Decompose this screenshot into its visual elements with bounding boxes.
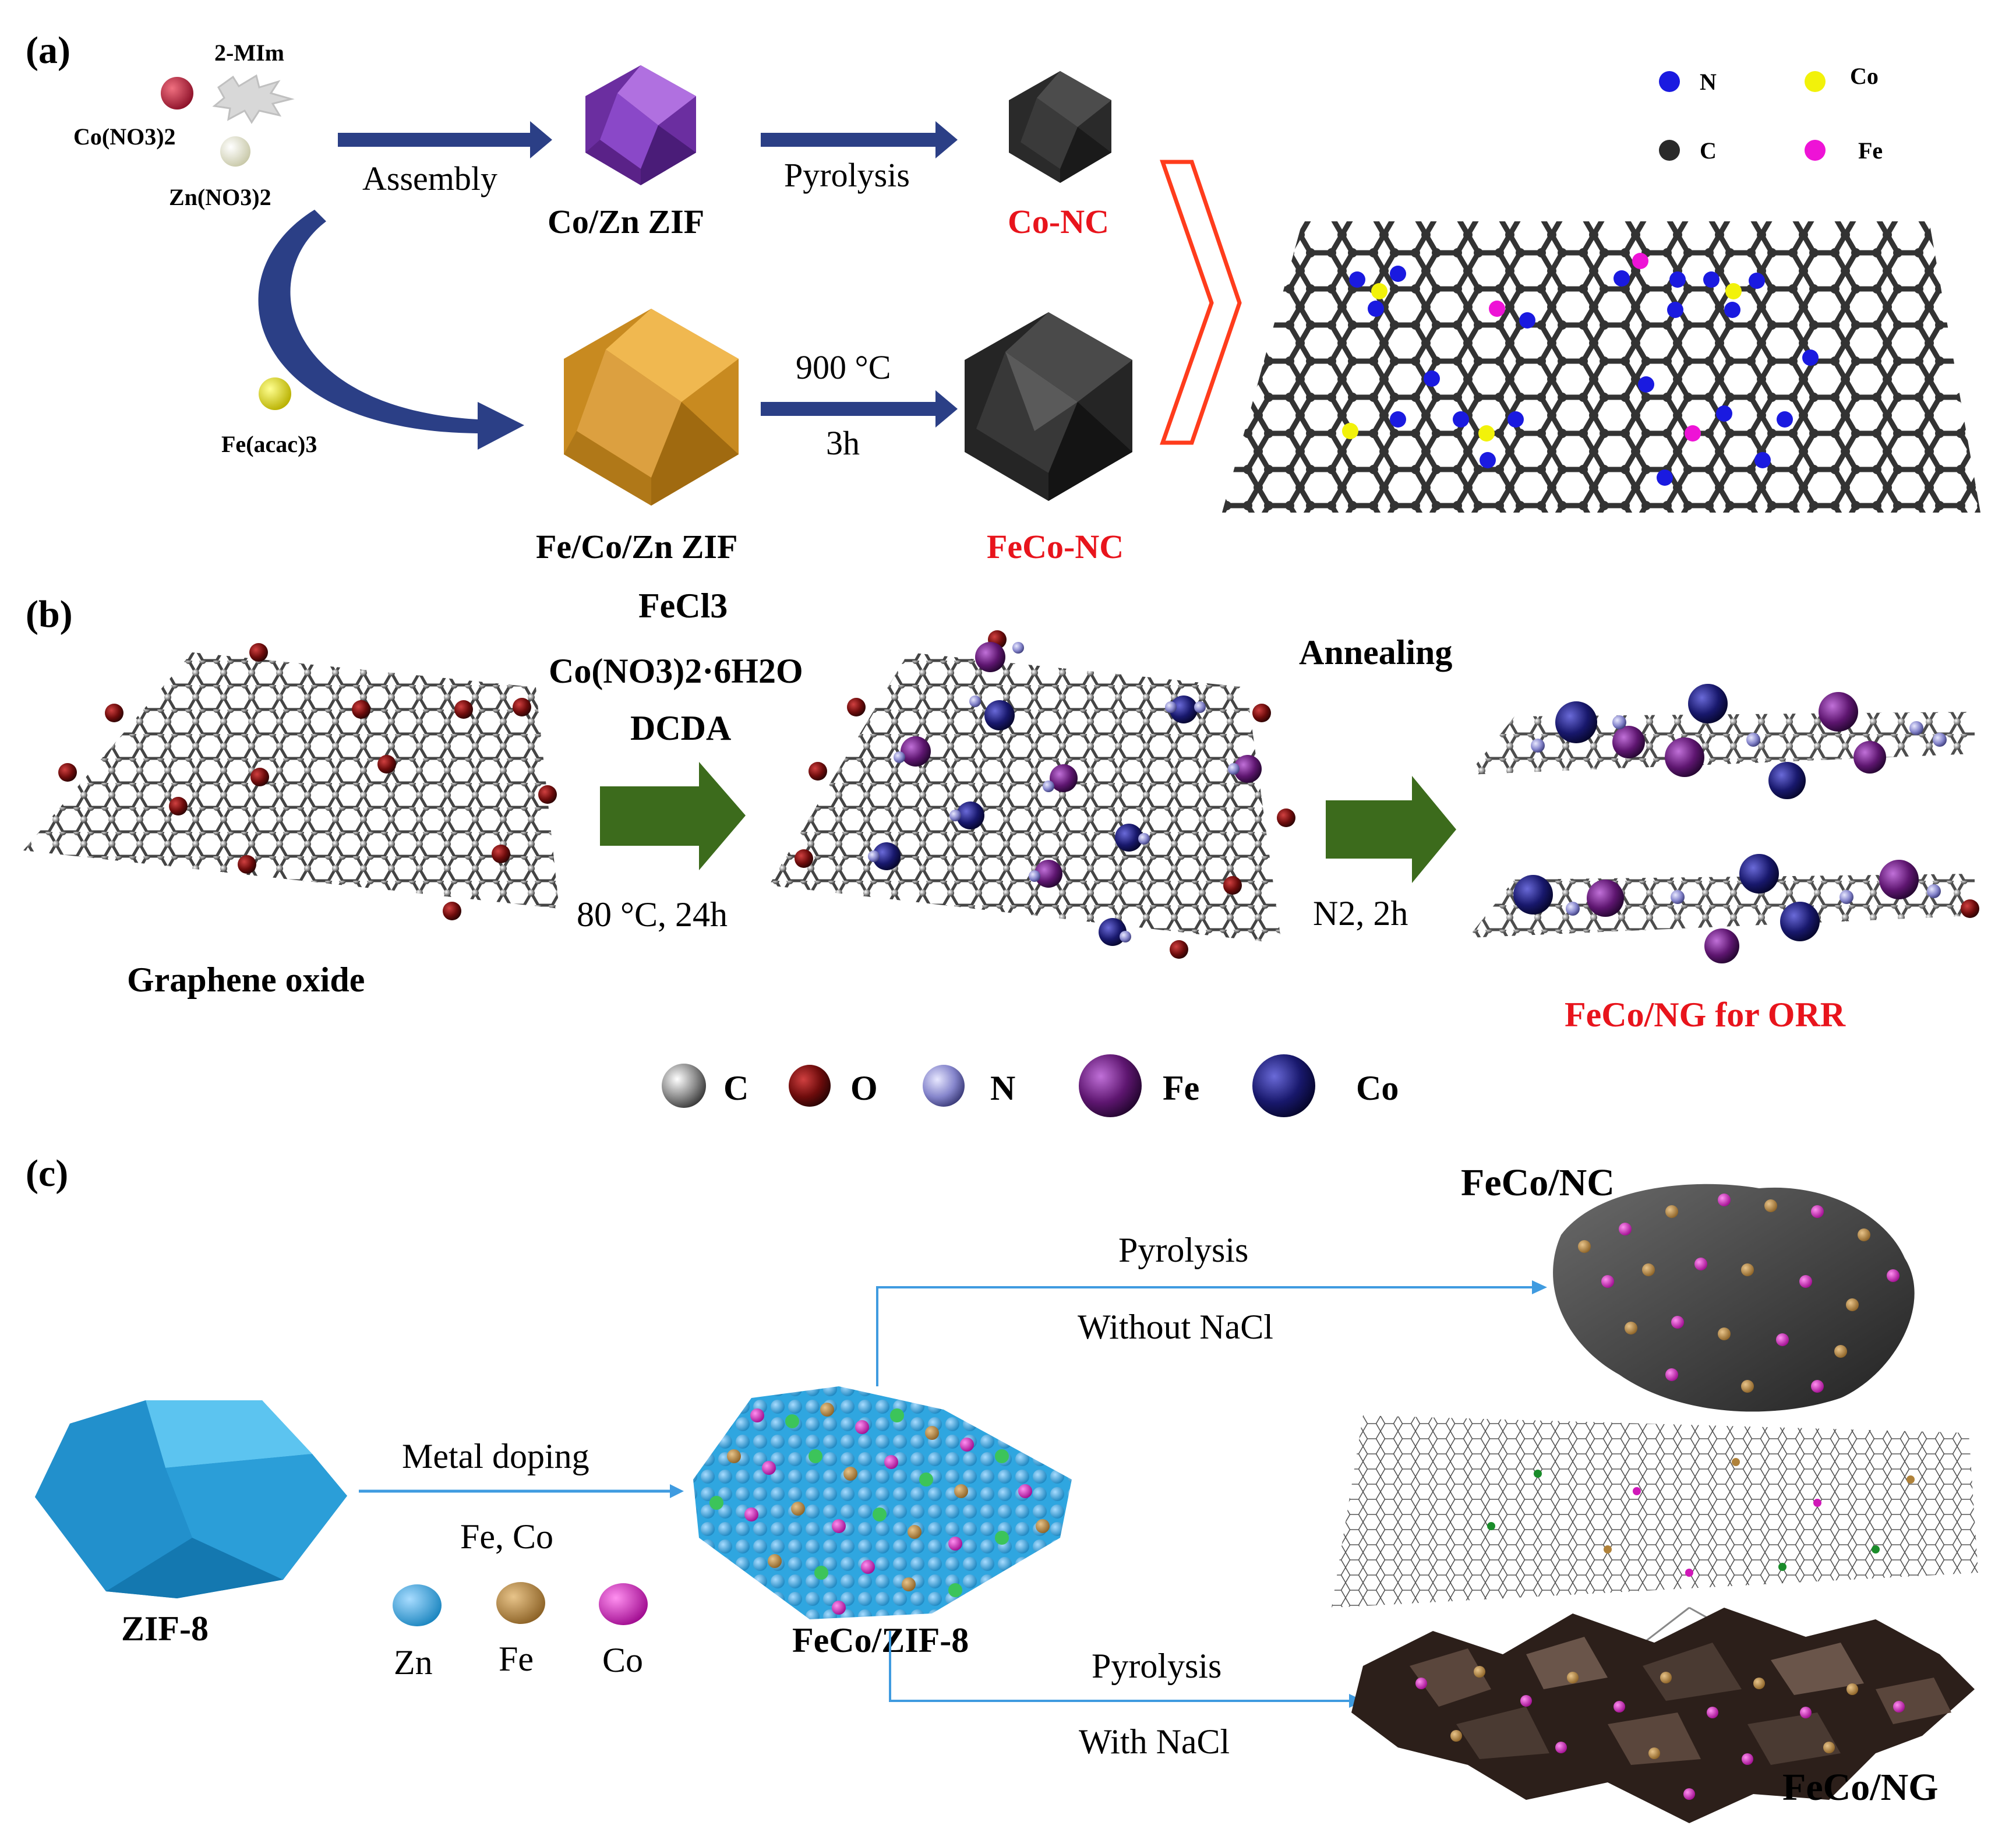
legend-c: Zn Fe Co (393, 1582, 648, 1682)
feco-zif8-polyhedron (693, 1386, 1072, 1619)
product-feconc: FeCo-NC (987, 528, 1124, 566)
condition-b2: N2, 2h (1313, 894, 1408, 933)
curved-arrow (258, 210, 524, 450)
legend-a-co-dot (1805, 71, 1826, 92)
graphene-oxide-sheet (23, 643, 559, 920)
upper-condition: Without NaCl (1078, 1308, 1273, 1346)
legend-c-co-ball (599, 1583, 648, 1625)
product-cozn: Co/Zn ZIF (548, 203, 704, 241)
dopants: Fe, Co (460, 1517, 553, 1556)
co-nitrate-ball (161, 77, 193, 110)
pyrolysis-arrow (761, 121, 958, 158)
upper-step: Pyrolysis (1118, 1231, 1248, 1269)
panel-a-label: (a) (26, 29, 70, 72)
blob-dopant-dots (1578, 1194, 1900, 1393)
reagent-dcda: DCDA (630, 709, 731, 747)
lower-product: FeCo/NG (1782, 1766, 1939, 1809)
feco-ng-stack-upper (1468, 684, 1975, 799)
legend-b-fe-ball (1079, 1054, 1142, 1117)
zif8-dopant-dots (709, 1403, 1050, 1615)
zn-nitrate-ball (220, 136, 250, 167)
upper-path-head (1532, 1280, 1547, 1294)
fe-co-zn-zif-polyhedron (564, 309, 739, 506)
doped-graphene-sheet (769, 630, 1295, 959)
legend-b-c: C (723, 1069, 749, 1107)
sheet-dopant-atoms (1342, 253, 1819, 486)
panel-c-label: (c) (26, 1152, 68, 1195)
lower-step: Pyrolysis (1092, 1647, 1221, 1685)
feco-nc-blob (1553, 1184, 1915, 1412)
product-label-b: FeCo/NG for ORR (1565, 995, 1846, 1034)
heat-arrow (761, 390, 958, 428)
mim-starburst (212, 74, 295, 124)
panel-b: (b) Graphene oxide FeCl3 Co(NO3)2·6H2O D… (23, 587, 1979, 1117)
legend-b: C O N Fe Co (662, 1054, 1399, 1117)
product-conc: Co-NC (1008, 203, 1109, 241)
intermediate-label: FeCo/ZIF-8 (792, 1621, 969, 1660)
green-arrow-2 (1326, 776, 1456, 883)
reagent-conitrate: Co(NO3)2·6H2O (549, 652, 803, 690)
panel-b-label: (b) (26, 593, 73, 635)
co-nc-polyhedron (1009, 71, 1111, 183)
legend-b-o: O (850, 1069, 878, 1107)
fe-acac-ball (259, 377, 291, 410)
zif8-polyhedron (35, 1400, 347, 1598)
legend-c-fe: Fe (499, 1640, 534, 1678)
step-assembly: Assembly (362, 160, 497, 197)
legend-b-c-ball (662, 1064, 706, 1108)
legend-c-co: Co (602, 1641, 643, 1679)
lower-condition: With NaCl (1079, 1722, 1230, 1761)
reagent-fecl3: FeCl3 (638, 587, 728, 625)
legend-a-fe: Fe (1858, 137, 1883, 164)
legend-a: N Co C Fe (1659, 63, 1883, 164)
legend-b-n: N (990, 1069, 1015, 1107)
legend-b-o-ball (789, 1065, 831, 1107)
legend-b-n-ball (923, 1065, 965, 1107)
lower-path-line (889, 1631, 1349, 1702)
panel-c: (c) ZIF-8 Metal doping Fe, Co Zn Fe Co (26, 1152, 1978, 1823)
legend-c-zn: Zn (394, 1643, 433, 1682)
legend-a-c-dot (1659, 140, 1680, 161)
ng-dopant-dots (1415, 1666, 1905, 1800)
reagent-zn: Zn(NO3)2 (169, 184, 271, 210)
legend-a-co: Co (1850, 63, 1879, 89)
chevron-arrow (1160, 160, 1242, 445)
co-zn-zif-polyhedron (585, 65, 696, 185)
legend-a-c: C (1700, 137, 1717, 164)
step-anneal: Annealing (1299, 633, 1452, 672)
doping-arrow-head (670, 1484, 684, 1498)
legend-a-fe-dot (1805, 140, 1826, 161)
reagent-fe: Fe(acac)3 (221, 431, 317, 457)
legend-c-zn-ball (393, 1584, 442, 1626)
condition-b1: 80 °C, 24h (577, 895, 728, 934)
feco-ng-crumpled (1351, 1608, 1975, 1823)
start-label-c: ZIF-8 (121, 1609, 209, 1648)
legend-a-n: N (1700, 69, 1717, 95)
legend-c-fe-ball (496, 1582, 545, 1624)
step-time: 3h (826, 424, 860, 462)
legend-b-fe: Fe (1163, 1069, 1199, 1107)
green-arrow-1 (600, 762, 746, 870)
reagent-mim: 2-MIm (214, 40, 284, 66)
feco-ng-stack-lower (1468, 854, 1979, 963)
start-label-b: Graphene oxide (127, 961, 365, 999)
upper-product: FeCo/NC (1461, 1161, 1615, 1204)
feco-nc-polyhedron (965, 312, 1132, 501)
step-temp: 900 °C (796, 348, 891, 386)
product-fecozn: Fe/Co/Zn ZIF (536, 528, 737, 566)
legend-a-n-dot (1659, 71, 1680, 92)
panel-a: (a) 2-MIm Co(NO3)2 Zn(NO3)2 Fe(acac)3 As… (26, 29, 1980, 566)
reagent-co: Co(NO3)2 (73, 123, 176, 150)
step-doping: Metal doping (402, 1437, 589, 1475)
legend-b-co: Co (1356, 1069, 1399, 1107)
assembly-arrow (338, 121, 552, 158)
graphene-sheet-a (1222, 221, 1980, 513)
step-pyrolysis: Pyrolysis (784, 156, 910, 194)
legend-b-co-ball (1252, 1054, 1315, 1117)
upper-path-line (876, 1286, 1532, 1386)
